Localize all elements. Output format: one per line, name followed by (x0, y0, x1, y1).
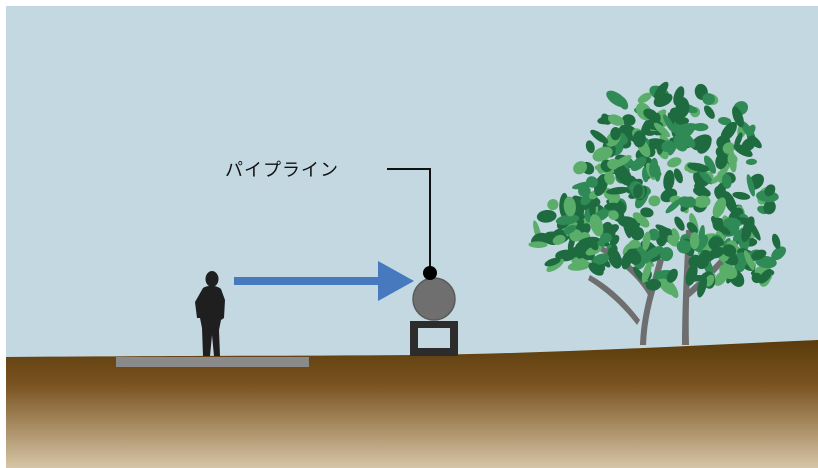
pipeline-label: パイプライン (225, 156, 339, 182)
tree-leaf (690, 232, 699, 249)
concrete-pad (116, 357, 309, 367)
pipe-icon (413, 278, 455, 320)
callout-dot (423, 266, 437, 280)
